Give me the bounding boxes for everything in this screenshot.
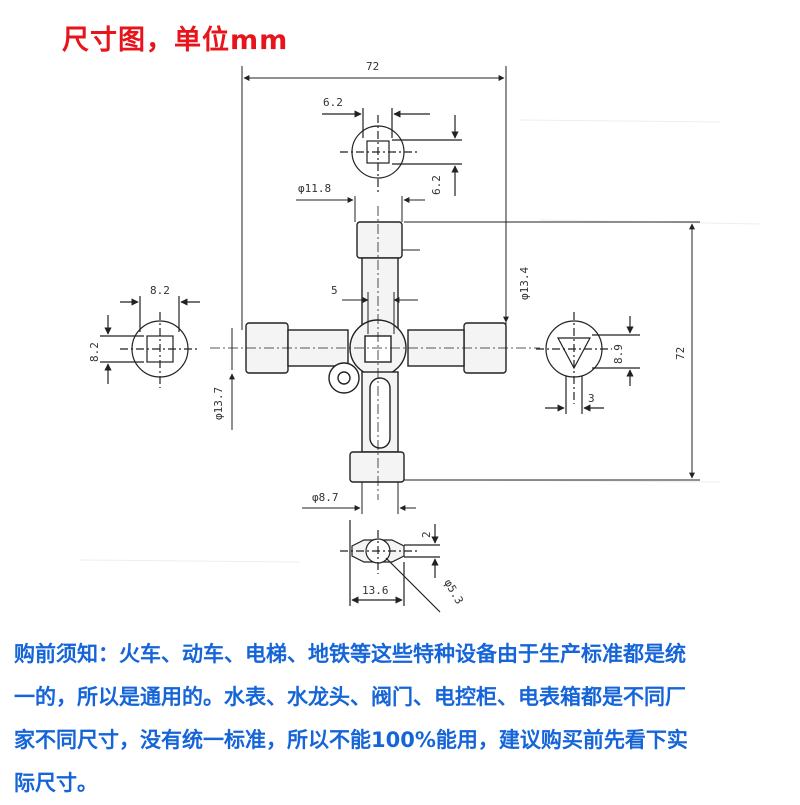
vert-dia-label: φ13.4 [518,267,531,300]
notice-line-4: 际尺寸。 [14,771,98,795]
key-dimension-drawing: 72 6.2 6.2 φ11.8 [79,60,761,613]
top-square-height-label: 6.2 [430,175,443,195]
blade-thickness-label: 2 [420,531,433,538]
top-bar-dia-label: φ11.8 [298,182,331,195]
notice-line-2: 一的，所以是通用的。水表、水龙头、阀门、电控柜、电表箱都是不同厂 [14,685,686,709]
notice-line-1: 购前须知：火车、动车、电梯、地铁等这些特种设备由于生产标准都是统 [14,642,686,666]
tri-width-label: 3 [588,392,595,405]
overall-height-label: 72 [674,347,687,360]
notice-line-3: 家不同尺寸，没有统一标准，所以不能100%能用，建议购买前先看下实 [14,728,688,752]
blade-hole-dia-label: φ5.3 [441,577,466,606]
right-triangle-socket [536,312,640,414]
top-bar-dia-dim [296,196,425,222]
blade-width-label: 13.6 [362,584,389,597]
left-square-width-label: 8.2 [150,284,170,297]
center-slot-label: 5 [331,284,338,297]
center-slot-dim [342,292,418,334]
bottom-dia-dim [302,482,416,514]
left-square-height-label: 8.2 [88,342,101,362]
vert-dia-dim [402,240,509,323]
tri-height-label: 8.9 [612,344,625,364]
blade-section [340,520,441,613]
purchase-notice: 购前须知：火车、动车、电梯、地铁等这些特种设备由于生产标准都是统 一的，所以是通… [14,633,784,805]
left-bar-dia-label: φ13.7 [212,387,225,420]
left-square-socket [100,296,200,388]
page-title: 尺寸图，单位mm [62,25,289,56]
bottom-dia-label: φ8.7 [312,491,339,504]
overall-width-label: 72 [366,60,379,73]
key-center-lines [210,206,540,500]
top-square-socket [322,108,462,196]
overall-height-dim [404,221,700,481]
key-body [245,221,507,483]
top-square-width-label: 6.2 [323,96,343,109]
